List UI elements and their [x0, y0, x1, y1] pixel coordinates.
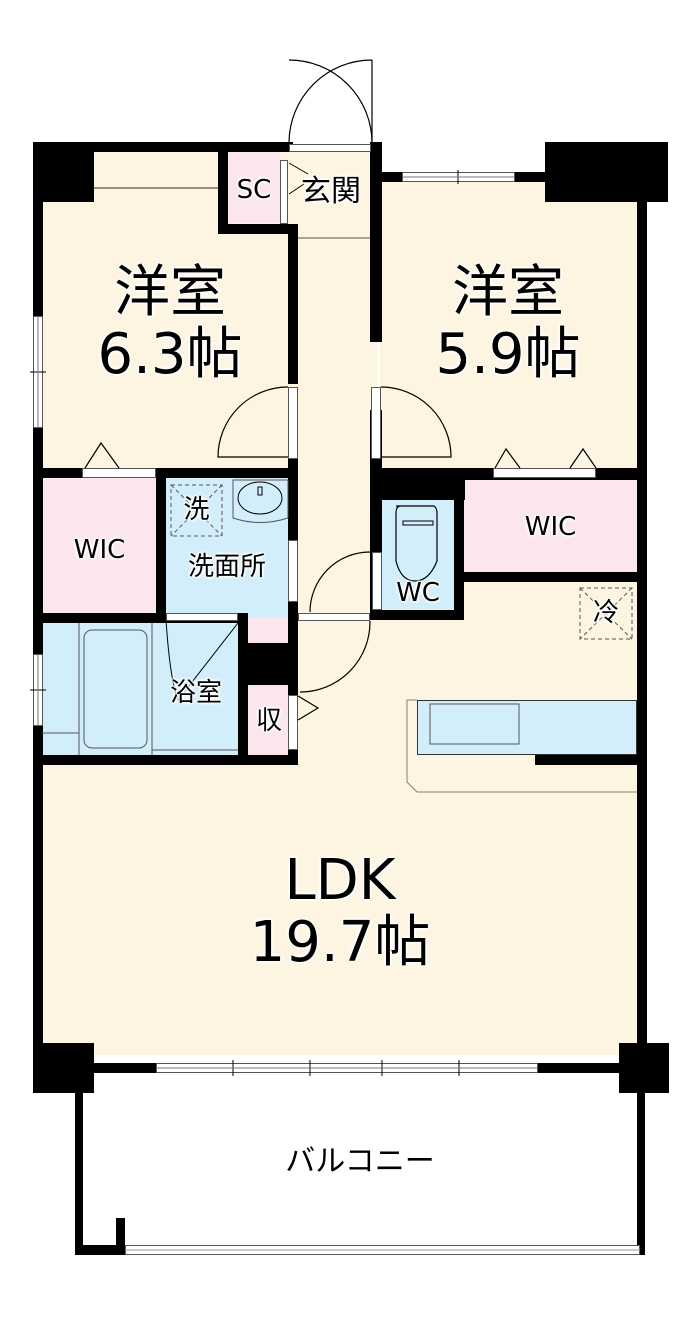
sc-door[interactable] — [280, 160, 288, 224]
bedroom-left-name: 洋室 — [114, 260, 226, 325]
bedroom-right-label: 洋室 5.9帖 — [418, 262, 598, 386]
balcony-post — [116, 1218, 125, 1255]
wall-toilet-right — [454, 468, 464, 620]
wall-wic-left-right — [156, 468, 166, 623]
wall-left — [33, 142, 43, 1072]
wall-entrance-top-right — [370, 142, 382, 342]
wall-hall-left — [288, 224, 298, 384]
ldk-label: LDK 19.7帖 — [220, 850, 460, 974]
bedroom-right-door[interactable] — [371, 387, 381, 459]
ldk-floor-lower — [42, 765, 638, 1055]
ldk-size: 19.7帖 — [249, 910, 431, 975]
bedroom-left-label: 洋室 6.3帖 — [80, 262, 260, 386]
closet-door-right[interactable] — [493, 468, 596, 478]
bedroom-left-size: 6.3帖 — [97, 322, 243, 387]
ldk-name: LDK — [284, 848, 396, 913]
wall-sc-left — [218, 142, 228, 234]
bedroom-left-door[interactable] — [288, 387, 298, 459]
wall-storage-top — [238, 643, 298, 685]
washroom-label: 洗面所 — [187, 552, 266, 582]
washer-label: 洗 — [183, 495, 210, 525]
entrance-label: 玄関 — [301, 174, 361, 209]
fridge-label: 冷 — [592, 598, 619, 628]
toilet-door[interactable] — [372, 552, 382, 610]
washroom-area — [166, 478, 288, 618]
wall-hall-left-lower — [288, 440, 298, 765]
wall-sc-bottom — [218, 224, 298, 234]
wic-right-label: WIC — [524, 512, 577, 542]
balcony-label: バルコニー — [285, 1144, 435, 1179]
wall-right — [637, 142, 647, 1082]
wic-left-area — [42, 478, 157, 613]
shoe-closet-area — [228, 150, 280, 223]
balcony-wall-bottom-left — [75, 1245, 125, 1255]
wall-kitchen-back — [535, 755, 647, 765]
wall-wic-right-bottom — [454, 572, 647, 582]
hallway-floor — [297, 150, 377, 620]
bath-door[interactable] — [166, 613, 238, 621]
wall-toilet-bottom — [370, 610, 464, 620]
kitchen-counter — [417, 700, 637, 755]
wic-left-label: WIC — [73, 535, 126, 565]
storage-label: 収 — [255, 706, 282, 736]
linen-area — [248, 618, 290, 644]
wall-toilet-top — [370, 468, 465, 500]
balcony-wall-left — [75, 1090, 83, 1255]
bedroom-right-name: 洋室 — [452, 260, 564, 325]
storage-area — [248, 685, 290, 755]
bedroom-right-floor — [380, 180, 638, 470]
wall-bath-right — [238, 613, 248, 765]
column-top-left — [33, 142, 94, 202]
storage-door[interactable] — [288, 695, 298, 750]
wall-top-left — [33, 142, 293, 152]
toilet-area — [382, 500, 454, 612]
bedroom-right-size: 5.9帖 — [435, 322, 581, 387]
window-entrance-door — [289, 144, 371, 152]
wall-wic-bottom — [33, 613, 248, 623]
wic-right-area — [463, 480, 638, 572]
toilet-label: WC — [396, 578, 440, 608]
closet-door-left[interactable] — [82, 468, 156, 478]
washroom-door[interactable] — [288, 540, 298, 602]
hall-door[interactable] — [298, 613, 370, 621]
bathroom-label: 浴室 — [169, 678, 222, 708]
balcony-wall-right — [637, 1090, 645, 1255]
wall-bath-bottom — [33, 755, 298, 765]
column-top-right — [545, 142, 668, 202]
shoe-closet-label: SC — [236, 175, 272, 205]
